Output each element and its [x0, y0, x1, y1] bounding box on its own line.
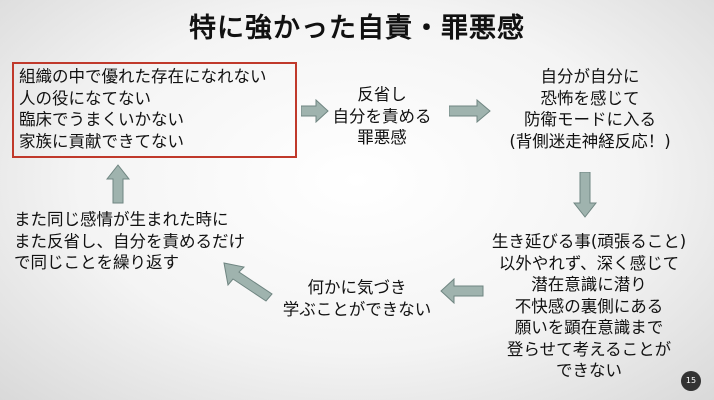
node-line: 学ぶことができない — [282, 299, 432, 319]
page-number: 15 — [681, 371, 701, 391]
node-line: また同じ感情が生まれた時に — [14, 210, 229, 229]
node-line: 自分を責める — [332, 106, 432, 126]
node-line: 登らせて考えることが — [506, 339, 672, 359]
node-line: 不快感の裏側にある — [514, 296, 664, 316]
node-line: 人の役になてない — [19, 88, 151, 108]
node-line: 反省し — [357, 85, 407, 104]
node-line: 潜在意識に潜り — [531, 275, 647, 294]
node-line: で同じことを繰り返す — [14, 253, 179, 272]
node-line: (背側迷走神経反応！) — [509, 131, 671, 151]
node-line: 以外やれず、深く感じて — [498, 253, 680, 273]
node-top-middle: 反省し 自分を責める 罪悪感 — [327, 84, 437, 149]
node-line: 願いを顕在意識まで — [514, 318, 664, 337]
arrow-up-icon — [106, 164, 130, 204]
arrow-up-left-icon — [223, 262, 273, 302]
arrow-down-icon — [573, 172, 597, 218]
highlight-box — [12, 62, 297, 158]
node-line: できない — [556, 361, 622, 380]
node-line: 組織の中で優れた存在になれない — [19, 67, 267, 86]
node-bottom-middle: 何かに気づき 学ぶことができない — [272, 277, 442, 320]
node-line: 何かに気づき — [307, 278, 407, 297]
node-line: 生き延びる事(頑張ること) — [491, 232, 687, 251]
node-line: 自分が自分に — [540, 67, 640, 86]
node-line: 防衛モードに入る — [524, 110, 656, 129]
arrow-right-icon — [301, 99, 329, 123]
node-line: 恐怖を感じて — [540, 88, 640, 108]
node-bottom-right: 生き延びる事(頑張ること) 以外やれず、深く感じて 潜在意識に潜り 不快感の裏側… — [484, 231, 694, 382]
node-line: 臨床でうまくいかない — [19, 110, 184, 129]
node-line: 罪悪感 — [357, 128, 407, 147]
arrow-left-icon — [440, 278, 484, 304]
node-line: また反省し、自分を責めるだけ — [14, 231, 245, 251]
node-line: 家族に貢献できてない — [19, 131, 184, 151]
slide-title: 特に強かった自責・罪悪感 — [189, 13, 525, 44]
arrow-right-icon — [449, 99, 491, 123]
node-top-right: 自分が自分に 恐怖を感じて 防衛モードに入る (背側迷走神経反応！) — [490, 66, 690, 152]
node-bottom-left: また同じ感情が生まれた時に また反省し、自分を責めるだけ で同じことを繰り返す — [14, 209, 245, 274]
node-top-left: 組織の中で優れた存在になれない 人の役になてない 臨床でうまくいかない 家族に貢… — [19, 66, 267, 152]
